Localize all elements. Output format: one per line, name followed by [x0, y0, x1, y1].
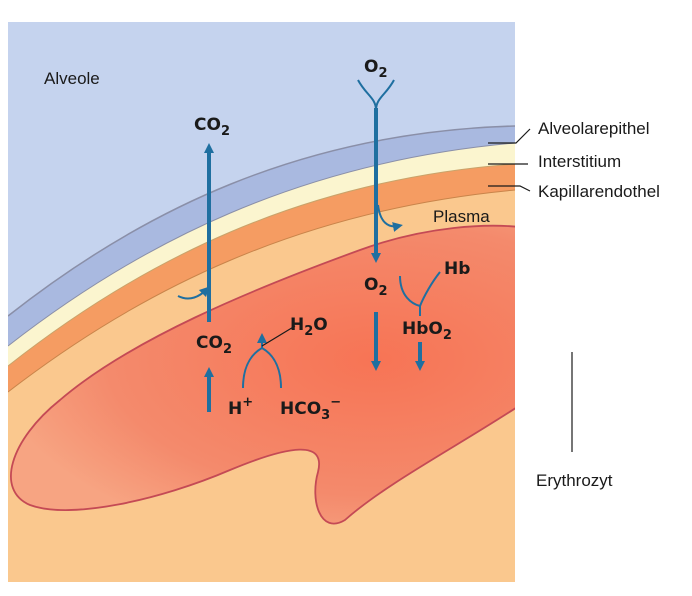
interstitium-label: Interstitium — [538, 152, 621, 171]
membrane-line-1 — [8, 125, 515, 317]
alveolarepithel-label: Alveolarepithel — [538, 119, 650, 138]
membrane-line-3 — [8, 163, 515, 367]
membrane-line-2 — [8, 142, 515, 347]
co2-cell-label: CO2 — [196, 333, 232, 357]
water-branch — [261, 325, 296, 347]
membrane-line-4 — [8, 189, 515, 393]
o2-top-label: O2 — [364, 57, 388, 81]
hbo2-label: HbO2 — [402, 319, 452, 343]
o2-side-arrow — [377, 204, 403, 232]
alveole-label: Alveole — [44, 69, 100, 88]
h-plus-label: H+ — [228, 395, 253, 419]
hb-label: Hb — [444, 259, 470, 279]
kapillarendothel-leader — [488, 185, 531, 192]
kapillarendothel-label: Kapillarendothel — [538, 182, 660, 201]
co2-top-label: CO2 — [194, 115, 230, 139]
alveole-region — [8, 22, 515, 316]
co2-side-arrow — [177, 286, 210, 300]
hco3-label: HCO3− — [280, 395, 341, 423]
bicarbonate-fork — [242, 338, 282, 389]
erythrozyt-cell — [10, 224, 515, 525]
erythrozyt-label: Erythrozyt — [536, 471, 613, 490]
hb-binding-fork — [399, 271, 441, 316]
o2-cell-label: O2 — [364, 275, 388, 299]
h2o-label: H2O — [290, 315, 328, 339]
plasma-label: Plasma — [433, 207, 490, 226]
alveolarepithel-leader — [488, 128, 531, 144]
